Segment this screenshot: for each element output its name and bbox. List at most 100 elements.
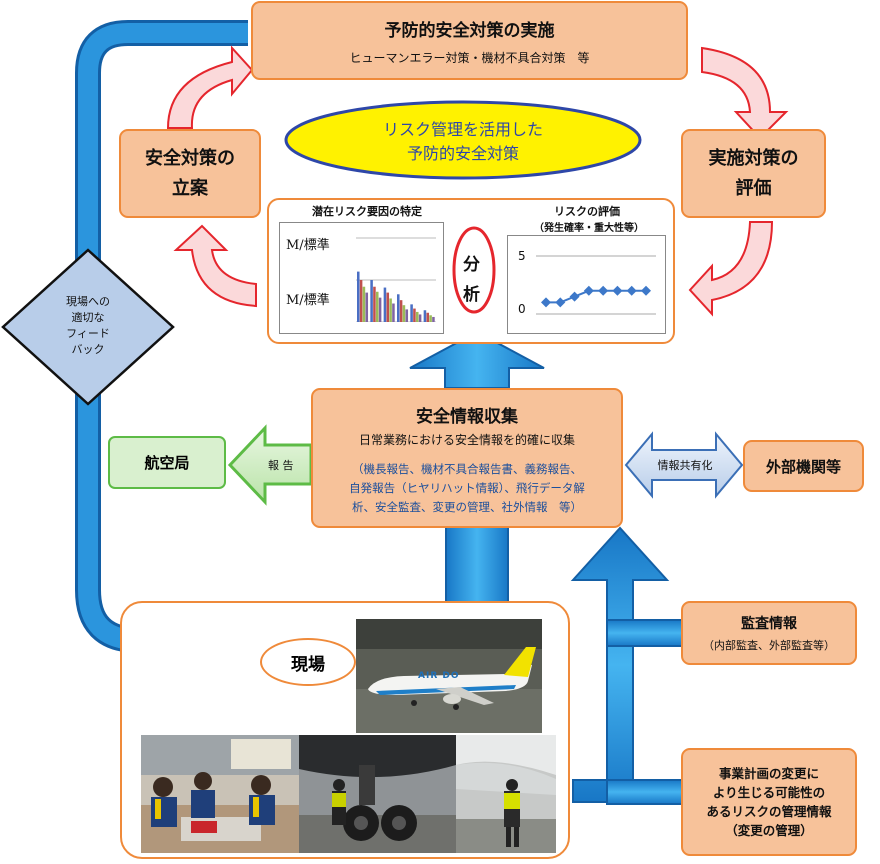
- left-axis-top-label: M/標準: [286, 238, 330, 253]
- feedback-line4: バック: [71, 343, 105, 356]
- collection-detail-1: （機長報告、機材不具合報告書、義務報告、: [352, 462, 582, 476]
- cycle-arrow-evaluate-to-analysis: [688, 221, 774, 317]
- bar-chart-bar: [426, 312, 430, 322]
- left-axis-bottom-label: M/標準: [286, 293, 330, 308]
- bar-chart-bar: [357, 271, 360, 322]
- change-line4: （変更の管理）: [725, 823, 813, 838]
- bar-chart-bar: [389, 298, 392, 322]
- analysis-char-2: 析: [463, 285, 480, 305]
- ground-crew-photo: [456, 735, 556, 853]
- bar-chart-bar: [359, 280, 363, 322]
- audit-connector: [606, 619, 684, 647]
- feedback-line3: フィード: [66, 327, 110, 340]
- line-chart-point: [641, 285, 651, 296]
- bar-chart-bar: [383, 287, 387, 322]
- bar-chart-bar: [362, 286, 366, 322]
- line-chart-point: [583, 285, 594, 296]
- risk-evaluation-line-chart: [536, 255, 656, 315]
- field-to-collection-bar: [445, 526, 509, 603]
- ground-crew-photo-art: [456, 735, 556, 853]
- left-chart-title: 潜在リスク要因の特定: [312, 205, 422, 218]
- feedback-line1: 現場への: [66, 295, 110, 308]
- office-staff-photo: [141, 735, 299, 853]
- aviation-bureau-box: 航空局: [108, 436, 226, 489]
- implementation-subtitle: ヒューマンエラー対策・機材不具合対策 等: [349, 50, 590, 65]
- right-tick-bottom: 0: [518, 302, 526, 316]
- aircraft-photo-art: [356, 619, 542, 733]
- audit-title: 監査情報: [741, 616, 797, 632]
- bar-chart-bar: [386, 292, 390, 322]
- change-line1: 事業計画の変更に: [718, 766, 819, 781]
- implementation-title: 予防的安全対策の実施: [384, 20, 555, 41]
- bar-chart-bar: [405, 309, 409, 322]
- collection-subtitle: 日常業務における安全情報を的確に収集: [358, 433, 575, 447]
- evaluation-line1: 実施対策の: [708, 147, 799, 169]
- bar-chart-bar: [423, 310, 427, 322]
- bar-chart-bar: [413, 308, 416, 322]
- aviation-bureau-label: 航空局: [144, 454, 190, 472]
- audit-detail: （内部監査、外部監査等）: [703, 639, 835, 652]
- external-orgs-box: 外部機関等: [743, 440, 864, 492]
- right-chart-title: リスクの評価: [554, 205, 620, 218]
- change-connector: [606, 779, 684, 805]
- analysis-char-1: 分: [463, 255, 480, 275]
- feedback-line2: 適切な: [71, 311, 105, 324]
- evaluation-line2: 評価: [735, 177, 772, 199]
- field-label: 現場: [291, 654, 325, 675]
- field-oval: 現場: [260, 638, 356, 686]
- planning-line1: 安全対策の: [145, 147, 235, 169]
- change-line2: より生じる可能性の: [712, 785, 826, 800]
- feedback-diamond-shape: [1, 248, 175, 406]
- collection-details: （機長報告、機材不具合報告書、義務報告、 自発報告（ヒヤリハット情報）、飛行デー…: [349, 460, 585, 517]
- office-staff-photo-art: [141, 735, 299, 853]
- bar-chart-bar: [376, 291, 379, 322]
- bar-chart-bar: [399, 300, 403, 322]
- line-chart-point: [555, 297, 566, 308]
- planning-box: 安全対策の 立案: [119, 129, 261, 218]
- audit-box: 監査情報 （内部監査、外部監査等）: [681, 601, 857, 665]
- right-chart-subtitle: （発生確率・重大性等）: [534, 223, 644, 234]
- collection-detail-2: 自発報告（ヒヤリハット情報）、飛行データ解: [349, 481, 585, 495]
- aircraft-photo: AIR DO: [356, 619, 542, 733]
- right-chart-frame: [507, 235, 666, 334]
- line-chart-point: [598, 285, 609, 296]
- feedback-text: 現場への 適切な フィード バック: [38, 294, 138, 358]
- cycle-arrow-analysis-to-plan: [173, 224, 257, 308]
- report-label: 報 告: [268, 459, 294, 472]
- evaluation-box: 実施対策の 評価: [681, 129, 826, 218]
- center-oval-text: リスク管理を活用した 予防的安全対策: [290, 118, 636, 166]
- collection-box: 安全情報収集 日常業務における安全情報を的確に収集 （機長報告、機材不具合報告書…: [311, 388, 623, 528]
- bar-chart-bar: [402, 305, 406, 322]
- right-tick-top: 5: [518, 249, 526, 263]
- bar-chart-bar: [378, 297, 382, 322]
- report-arrow: [227, 424, 313, 506]
- sharing-double-arrow: [624, 431, 744, 499]
- maintenance-photo-art: [299, 735, 456, 853]
- center-oval-shape: [284, 100, 642, 180]
- bar-chart-bar: [373, 286, 376, 322]
- bar-chart-bar: [370, 280, 373, 322]
- analysis-oval: [452, 226, 496, 314]
- aircraft-logo: AIR DO: [418, 671, 460, 681]
- bar-chart-bar: [365, 292, 369, 322]
- bar-chart-bar: [432, 316, 435, 322]
- risk-factor-bar-chart: [356, 237, 436, 322]
- line-chart-point: [626, 285, 637, 296]
- line-chart-point: [612, 285, 623, 296]
- sharing-label: 情報共有化: [657, 459, 713, 472]
- line-chart-point: [541, 297, 551, 308]
- bar-chart-bar: [397, 294, 400, 322]
- cycle-arrow-plan-to-implement: [166, 45, 254, 129]
- line-chart-point: [569, 291, 580, 302]
- bar-chart-bar: [410, 304, 413, 322]
- collection-title: 安全情報収集: [416, 407, 518, 427]
- center-oval-line2: 予防的安全対策: [406, 144, 519, 163]
- collection-to-analysis-arrow: [409, 330, 545, 389]
- change-line3: あるリスクの管理情報: [706, 804, 832, 819]
- collection-detail-3: 析、安全監査、変更の管理、社外情報 等）: [352, 500, 582, 514]
- bar-chart-bar: [416, 311, 419, 322]
- planning-line2: 立案: [172, 177, 208, 199]
- bar-chart-bar: [418, 314, 422, 322]
